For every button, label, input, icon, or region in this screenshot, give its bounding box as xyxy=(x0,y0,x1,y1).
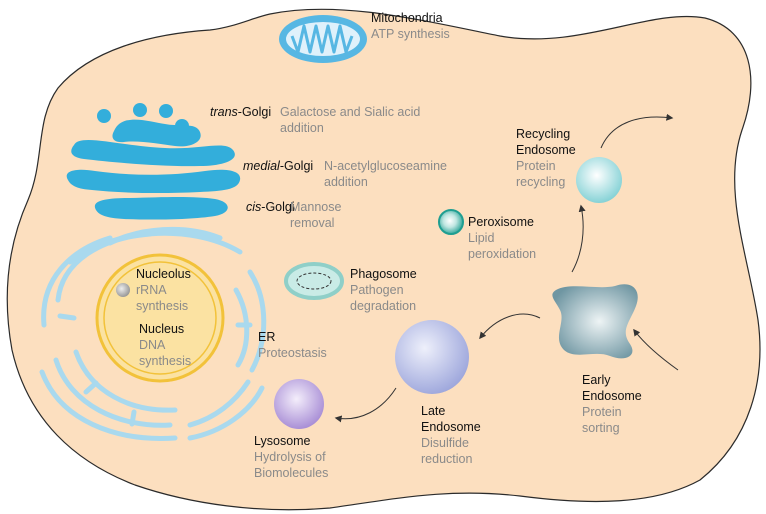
medial-golgi-desc-1: N-acetylglucoseamine xyxy=(324,159,447,173)
phagosome-icon xyxy=(284,262,344,300)
cis-golgi-desc-1: Mannose xyxy=(290,200,342,214)
medial-golgi-suffix: -Golgi xyxy=(279,159,314,173)
phagosome-label: Phagosome Pathogen degradation xyxy=(350,266,417,314)
trans-golgi-desc-2: addition xyxy=(280,121,324,135)
phagosome-desc-2: degradation xyxy=(350,299,417,313)
late-endosome-label: Late Endosome Disulfide reduction xyxy=(421,403,481,467)
trans-golgi-desc: Galactose and Sialic acid addition xyxy=(280,104,420,136)
late-endosome-desc-2: reduction xyxy=(421,452,473,466)
mitochondria-label: Mitochondria ATP synthesis xyxy=(371,10,450,42)
peroxisome-desc-2: peroxidation xyxy=(468,247,537,261)
arrow-into-early xyxy=(633,328,679,371)
peroxisome-label: Peroxisome Lipid peroxidation xyxy=(468,214,536,262)
medial-golgi-desc-2: addition xyxy=(324,175,368,189)
er-name: ER xyxy=(258,330,276,344)
cis-golgi-name: cis-Golgi xyxy=(246,199,295,215)
early-endosome-name-2: Endosome xyxy=(582,389,642,403)
lysosome-desc-2: Biomolecules xyxy=(254,466,329,480)
late-endosome-icon xyxy=(395,320,469,394)
lysosome-icon xyxy=(274,379,324,429)
cis-golgi-desc-2: removal xyxy=(290,216,335,230)
er-desc: Proteostasis xyxy=(258,346,327,360)
cis-golgi-suffix: -Golgi xyxy=(261,200,295,214)
arrow-late-to-lysosome xyxy=(334,387,397,423)
peroxisome-desc-1: Lipid xyxy=(468,231,495,245)
nucleus-desc-1: DNA xyxy=(139,338,166,352)
peroxisome-name: Peroxisome xyxy=(468,215,534,229)
recycling-endosome-desc-1: Protein xyxy=(516,159,556,173)
medial-golgi-prefix: medial xyxy=(243,159,280,173)
nucleus-desc-2: synthesis xyxy=(139,354,192,368)
recycling-endosome-name-2: Endosome xyxy=(516,143,576,157)
trans-golgi-name: trans-Golgi xyxy=(210,104,271,120)
arrow-recycling-out xyxy=(600,113,674,149)
phagosome-desc-1: Pathogen xyxy=(350,283,404,297)
trans-golgi-label: trans-Golgi xyxy=(210,104,271,120)
nucleolus-icon xyxy=(116,283,130,297)
lysosome-label: Lysosome Hydrolysis of Biomolecules xyxy=(254,433,328,481)
medial-golgi-label: medial-Golgi xyxy=(243,158,313,174)
arrow-early-to-recycling xyxy=(571,204,586,273)
late-endosome-name-2: Endosome xyxy=(421,420,481,434)
recycling-endosome-desc-2: recycling xyxy=(516,175,566,189)
nucleus-name: Nucleus xyxy=(139,322,185,336)
medial-golgi-desc: N-acetylglucoseamine addition xyxy=(324,158,447,190)
trans-golgi-suffix: -Golgi xyxy=(237,105,272,119)
cis-golgi-label: cis-Golgi xyxy=(246,199,295,215)
peroxisome-icon xyxy=(438,209,464,235)
mitochondria-desc: ATP synthesis xyxy=(371,27,450,41)
recycling-endosome-label: Recycling Endosome Protein recycling xyxy=(516,126,576,190)
er-icon xyxy=(39,226,267,441)
trans-golgi-desc-1: Galactose and Sialic acid xyxy=(280,105,421,119)
nucleolus-desc-2: synthesis xyxy=(136,299,189,313)
recycling-endosome-name-1: Recycling xyxy=(516,127,571,141)
late-endosome-name-1: Late xyxy=(421,404,446,418)
cis-golgi-desc: Mannose removal xyxy=(290,199,341,231)
medial-golgi-name: medial-Golgi xyxy=(243,158,313,174)
nucleolus-label: Nucleolus rRNA synthesis xyxy=(136,266,191,314)
phagosome-name: Phagosome xyxy=(350,267,417,281)
early-endosome-icon xyxy=(552,284,638,359)
arrow-early-to-late xyxy=(479,313,541,340)
mitochondria-icon xyxy=(279,15,367,63)
early-endosome-desc-1: Protein xyxy=(582,405,622,419)
nucleus-label: Nucleus DNA synthesis xyxy=(139,321,191,369)
nucleolus-desc-1: rRNA xyxy=(136,283,167,297)
early-endosome-name-1: Early xyxy=(582,373,611,387)
late-endosome-desc-1: Disulfide xyxy=(421,436,469,450)
nucleolus-name: Nucleolus xyxy=(136,267,191,281)
cis-golgi-prefix: cis xyxy=(246,200,262,214)
lysosome-name: Lysosome xyxy=(254,434,311,448)
golgi-apparatus-icon xyxy=(66,103,241,220)
mitochondria-name: Mitochondria xyxy=(371,11,443,25)
recycling-endosome-icon xyxy=(576,157,622,203)
early-endosome-label: Early Endosome Protein sorting xyxy=(582,372,642,436)
lysosome-desc-1: Hydrolysis of xyxy=(254,450,326,464)
trans-golgi-prefix: trans xyxy=(210,105,238,119)
er-label: ER Proteostasis xyxy=(258,329,327,361)
early-endosome-desc-2: sorting xyxy=(582,421,620,435)
